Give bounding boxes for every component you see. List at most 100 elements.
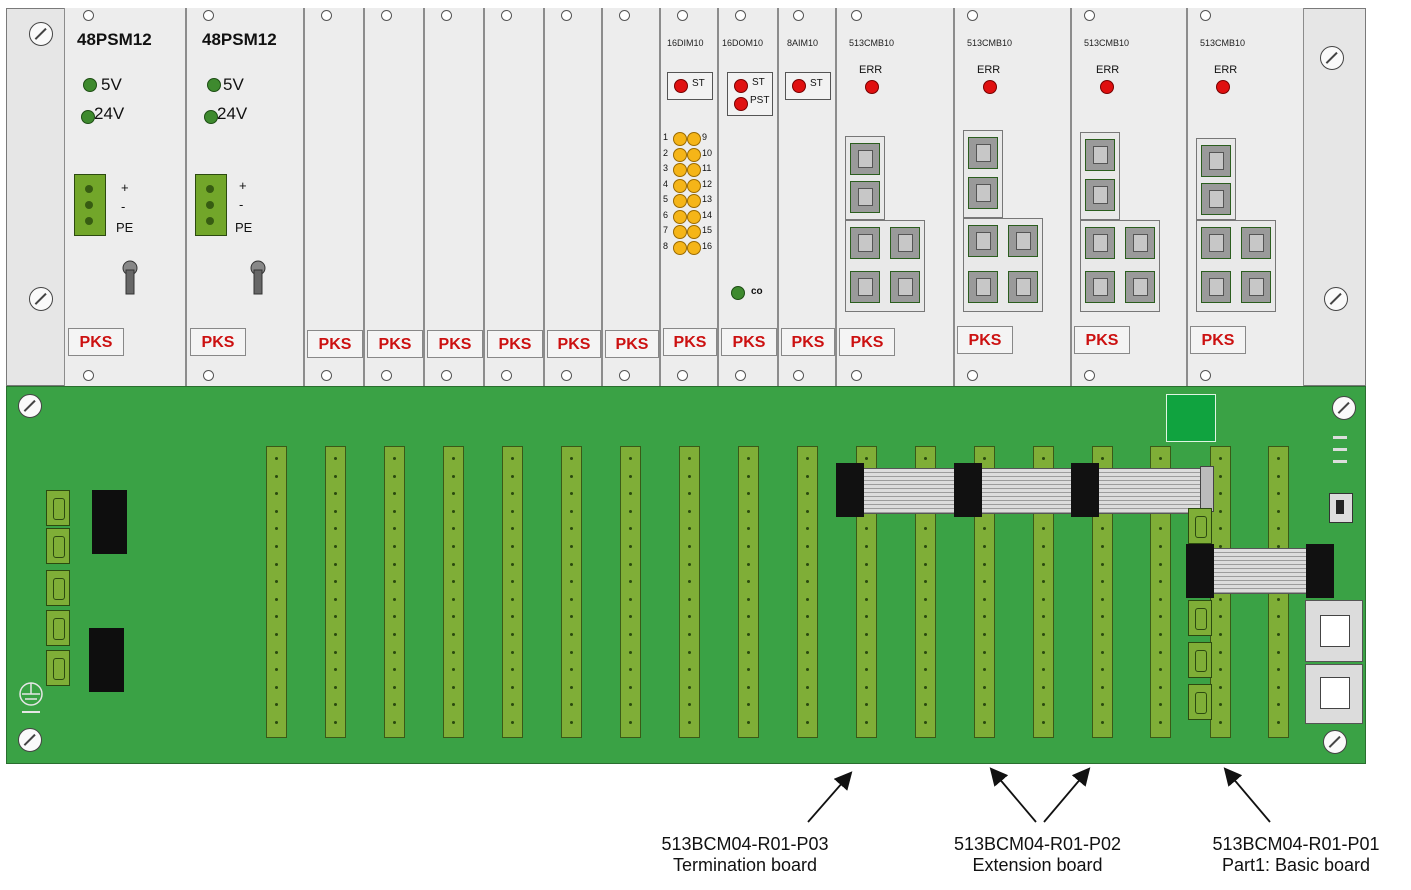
- caption-part: 513BCM04-R01-P03: [661, 834, 829, 854]
- channel-led-icon: [673, 194, 687, 208]
- ethernet-port-icon[interactable]: [1085, 227, 1115, 259]
- power-switch-icon[interactable]: [250, 260, 266, 296]
- ethernet-port-icon[interactable]: [1201, 183, 1231, 215]
- ethernet-port-icon[interactable]: [1125, 227, 1155, 259]
- channel-number: 4: [663, 178, 669, 189]
- channel-number: 10: [702, 147, 713, 158]
- ribbon-clamp: [1306, 544, 1334, 598]
- ribbon-cable: [846, 468, 1211, 514]
- module-name: 513CMB10: [967, 38, 1013, 48]
- pks-badge: PKS: [427, 330, 483, 358]
- ethernet-port-icon[interactable]: [1085, 139, 1115, 171]
- ethernet-port-icon[interactable]: [1241, 271, 1271, 303]
- led-5v-label: 5V: [101, 75, 122, 94]
- mount-hole-icon: [851, 10, 862, 21]
- ethernet-port-icon[interactable]: [890, 271, 920, 303]
- terminal-minus-label: -: [121, 199, 126, 214]
- power-connector-icon: [46, 490, 70, 526]
- channel-number: 3: [663, 163, 669, 173]
- power-switch-icon[interactable]: [122, 260, 138, 296]
- small-connector-icon: [1188, 600, 1212, 636]
- ethernet-port-icon[interactable]: [850, 227, 880, 259]
- channel-number: 8: [663, 240, 669, 251]
- mount-hole-icon: [501, 10, 512, 21]
- co-led-icon: [731, 286, 745, 300]
- pks-badge: PKS: [663, 328, 717, 356]
- power-connector-icon: [46, 570, 70, 606]
- module-513cmb10-3: 513CMB10 ERR PKS: [1071, 8, 1187, 386]
- relay-component: [92, 490, 127, 554]
- mount-hole-icon: [321, 10, 332, 21]
- channel-led-icon: [673, 178, 687, 193]
- st-led-icon: [792, 79, 806, 93]
- mount-hole-icon: [203, 10, 214, 21]
- ethernet-port-icon[interactable]: [1201, 145, 1231, 177]
- rack-screw-icon: [1324, 287, 1348, 311]
- ethernet-port-group: [1080, 220, 1160, 312]
- pks-badge: PKS: [367, 330, 423, 358]
- mount-hole-icon: [441, 10, 452, 21]
- channel-number: 11: [702, 163, 712, 173]
- led-24v-icon: [204, 110, 218, 124]
- caption-basic: 513BCM04-R01-P01 Part1: Basic board: [1188, 834, 1404, 876]
- channel-number: 1: [663, 132, 669, 142]
- dip-switch-icon[interactable]: [1329, 493, 1353, 523]
- ribbon-clamp: [836, 463, 864, 517]
- channel-led-icon: [673, 147, 687, 162]
- mount-hole-icon: [381, 370, 392, 381]
- board-screw-icon: [18, 394, 42, 418]
- ethernet-port-icon[interactable]: [968, 225, 998, 257]
- ethernet-port-icon[interactable]: [890, 227, 920, 259]
- ethernet-port-icon[interactable]: [1241, 227, 1271, 259]
- ethernet-port-icon[interactable]: [1085, 179, 1115, 211]
- ribbon-cable: [1200, 548, 1320, 594]
- relay-component: [89, 628, 124, 692]
- ethernet-port-icon[interactable]: [968, 137, 998, 169]
- ethernet-port-icon[interactable]: [968, 177, 998, 209]
- channel-led-icon: [673, 240, 687, 255]
- ethernet-port-icon[interactable]: [1008, 225, 1038, 257]
- co-label: co: [751, 286, 763, 297]
- power-terminal-icon: [195, 174, 227, 236]
- mount-hole-icon: [967, 10, 978, 21]
- pks-badge: PKS: [487, 330, 543, 358]
- mount-hole-icon: [1200, 370, 1211, 381]
- power-connector-icon: [46, 528, 70, 564]
- ethernet-port-icon[interactable]: [850, 181, 880, 213]
- rack-screw-icon: [1320, 46, 1344, 70]
- ethernet-port-icon[interactable]: [850, 271, 880, 303]
- st-led-icon: [674, 79, 688, 93]
- ethernet-port-icon[interactable]: [968, 271, 998, 303]
- pks-badge: PKS: [1074, 326, 1130, 354]
- small-connector-icon: [1188, 642, 1212, 678]
- channel-led-icon: [687, 132, 701, 146]
- module-name: 8AIM10: [787, 38, 819, 48]
- ethernet-port-icon[interactable]: [1201, 271, 1231, 303]
- basic-board-port-icon[interactable]: [1305, 664, 1363, 724]
- terminal-strip: [266, 446, 287, 738]
- indicator-mark: [1333, 460, 1347, 463]
- ethernet-port-icon[interactable]: [850, 143, 880, 175]
- ribbon-clamp: [1186, 544, 1214, 598]
- pks-badge: PKS: [190, 328, 246, 356]
- caption-part: 513BCM04-R01-P01: [1212, 834, 1380, 854]
- ethernet-port-group: [1196, 220, 1276, 312]
- mount-hole-icon: [851, 370, 862, 381]
- ground-icon: [19, 682, 43, 713]
- ethernet-port-icon[interactable]: [1085, 271, 1115, 303]
- terminal-strip: [1033, 446, 1054, 738]
- arrow-extension-left: [989, 767, 1037, 823]
- channel-led-icon: [687, 240, 701, 255]
- board-screw-icon: [18, 728, 42, 752]
- basic-board-port-icon[interactable]: [1305, 600, 1363, 662]
- channel-led-icon: [687, 163, 701, 177]
- empty-slot: PKS: [544, 8, 602, 386]
- terminal-strip: [679, 446, 700, 738]
- ethernet-port-icon[interactable]: [1008, 271, 1038, 303]
- ethernet-port-icon[interactable]: [1125, 271, 1155, 303]
- ethernet-port-icon[interactable]: [1201, 227, 1231, 259]
- terminal-strip: [384, 446, 405, 738]
- mount-hole-icon: [1200, 10, 1211, 21]
- channel-led-icon: [687, 225, 701, 239]
